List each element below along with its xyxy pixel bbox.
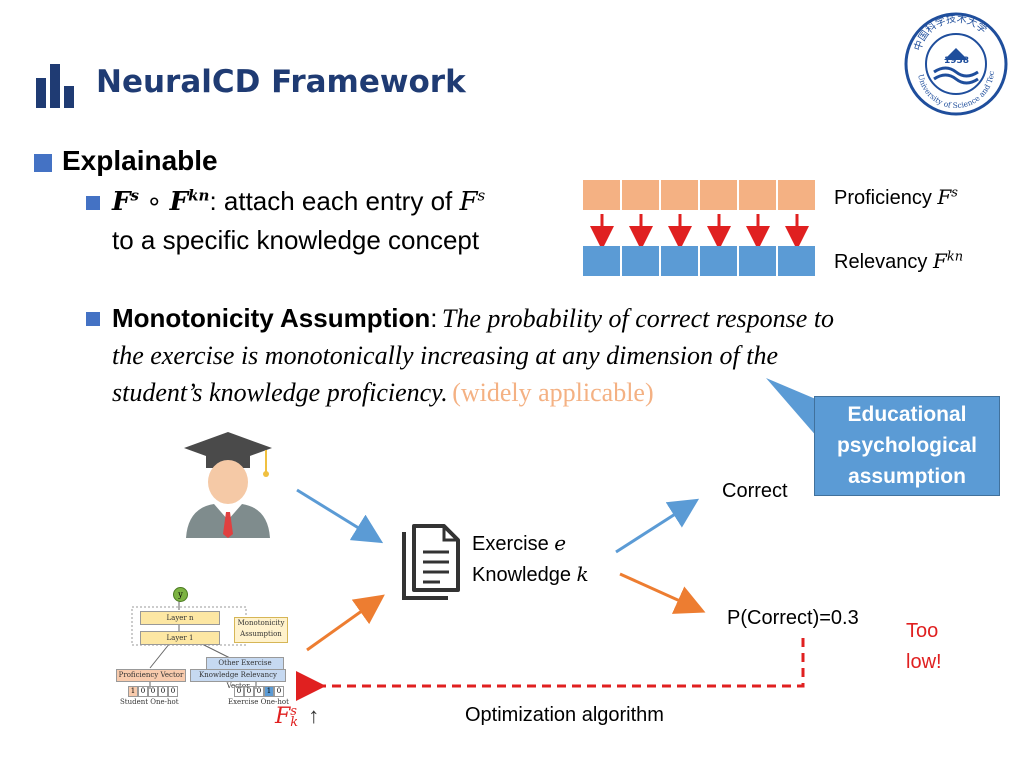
red-down-arrows [590,214,809,246]
p-correct-label: P(Correct)=0.3 [727,607,859,629]
widely-applicable-note: (widely applicable) [452,378,654,407]
student-icon [180,428,276,538]
bullet-explainable-line1: Fs ∘ Fkn: attach each entry of Fs [112,186,486,217]
bullet-square [86,196,100,210]
seal-year: 1958 [944,56,970,66]
university-seal: University of Science and Technology of … [901,5,1008,116]
page-title: NeuralCD Framework [96,64,466,100]
exercise-onehot-label: Exercise One-hot [228,698,289,706]
knowledge-relevancy-box: Knowledge Relevancy Vector [190,669,286,690]
correct-label: Correct [722,480,788,502]
relevancy-vector [583,246,817,278]
layer-n-box: Layer n [140,611,220,625]
exercise-label: Exercise e [472,531,567,555]
section-heading: Explainable [62,145,218,176]
proficiency-label: Proficiency Fs [834,185,958,209]
knowledge-label: Knowledge k [472,562,589,586]
proficiency-vector-box: Proficiency Vector [116,669,186,682]
bar-chart-icon [36,64,74,108]
monotonicity-line2: the exercise is monotonically increasing… [112,341,778,370]
bullet-square [86,312,100,326]
neuralcd-mini-network: y Layer n Layer 1 Monotonicity Assumptio… [110,585,290,710]
too-low-label: Too low! [906,620,942,673]
monotonicity-line1: Monotonicity Assumption: The probability… [112,303,835,333]
relevancy-label: Relevancy Fkn [834,249,964,273]
output-node: y [173,587,188,602]
bullet-explainable-line2: to a specific knowledge concept [112,225,480,255]
student-onehot-label: Student One-hot [120,698,179,706]
monotonicity-line3: student’s knowledge proficiency. (widely… [112,378,654,407]
bullet-square [34,154,52,172]
educational-psychology-callout: Educational psychological assumption [814,396,1000,496]
callout-pointer [766,378,818,438]
header-logo-icon [34,60,84,110]
monotonicity-box: Monotonicity Assumption [234,617,288,643]
optimization-label: Optimization algorithm [465,704,664,726]
layer-1-box: Layer 1 [140,631,220,645]
document-icon [396,522,466,602]
proficiency-vector [583,180,817,212]
